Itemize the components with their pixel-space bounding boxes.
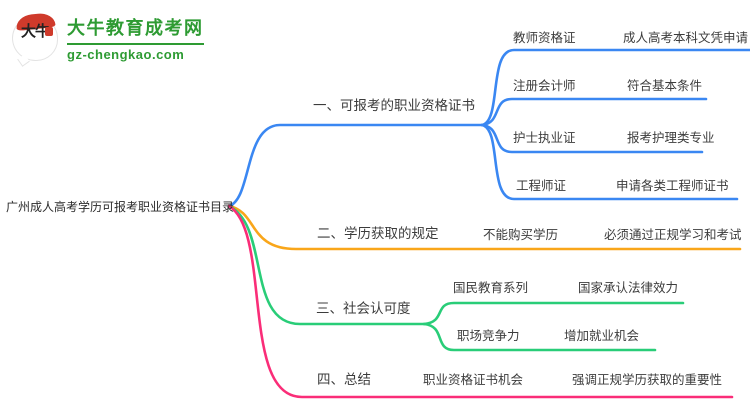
branch-1-child-2-detail[interactable]: 符合基本条件 xyxy=(627,79,703,93)
branch-2-line xyxy=(227,204,742,251)
branch-1-child-1-detail[interactable]: 成人高考本科文凭申请 xyxy=(623,31,749,45)
branch-1-child-4-detail[interactable]: 申请各类工程师证书 xyxy=(616,179,729,193)
daniu-logo-icon: 大牛 xyxy=(12,11,58,67)
branch-3-child-2-line xyxy=(422,322,657,352)
logo-badge-text: 大牛 xyxy=(20,23,50,40)
branch-4-child-1-label[interactable]: 职业资格证书机会 xyxy=(423,373,524,387)
branch-1-child-1-line xyxy=(480,48,750,127)
branch-3-child-2-label[interactable]: 职场竞争力 xyxy=(457,329,520,343)
branch-3-child-1-label[interactable]: 国民教育系列 xyxy=(453,281,529,295)
branch-1-child-3-detail[interactable]: 报考护理类专业 xyxy=(627,131,715,145)
branch-1-child-2-label[interactable]: 注册会计师 xyxy=(513,79,576,93)
branch-1-child-4-label[interactable]: 工程师证 xyxy=(516,179,567,193)
branch-1-child-2-line xyxy=(480,97,708,127)
branch-1-child-4-line xyxy=(480,123,739,201)
branch-2-child-1-label[interactable]: 不能购买学历 xyxy=(483,228,559,242)
branch-1-label[interactable]: 一、可报考的职业资格证书 xyxy=(313,98,475,113)
branch-2-child-1-detail[interactable]: 必须通过正规学习和考试 xyxy=(604,228,742,242)
branch-3-label[interactable]: 三、社会认可度 xyxy=(316,301,411,316)
branch-1-child-1-label[interactable]: 教师资格证 xyxy=(513,31,576,45)
logo-red-seal xyxy=(45,26,53,36)
branch-4-label[interactable]: 四、总结 xyxy=(317,372,371,387)
branch-2-label[interactable]: 二、学历获取的规定 xyxy=(317,226,439,241)
branch-1-child-3-label[interactable]: 护士执业证 xyxy=(513,131,576,145)
branch-4-line xyxy=(227,204,734,399)
branch-3-child-1-detail[interactable]: 国家承认法律效力 xyxy=(578,281,679,295)
branch-3-child-2-detail[interactable]: 增加就业机会 xyxy=(564,329,640,343)
branch-1-line xyxy=(227,123,484,208)
branch-1-child-3-line xyxy=(480,123,704,154)
branch-3-child-1-line xyxy=(422,301,685,326)
root-node[interactable]: 广州成人高考学历可报考职业资格证书目录 xyxy=(6,200,235,214)
logo-text-block: 大牛教育成考网 gz-chengkao.com xyxy=(67,14,204,62)
logo-title: 大牛教育成考网 xyxy=(67,18,204,38)
logo-url: gz-chengkao.com xyxy=(67,43,204,62)
branch-4-child-1-detail[interactable]: 强调正规学历获取的重要性 xyxy=(572,373,723,387)
branch-3-line xyxy=(227,204,426,326)
site-logo[interactable]: 大牛 大牛教育成考网 gz-chengkao.com xyxy=(12,11,204,67)
